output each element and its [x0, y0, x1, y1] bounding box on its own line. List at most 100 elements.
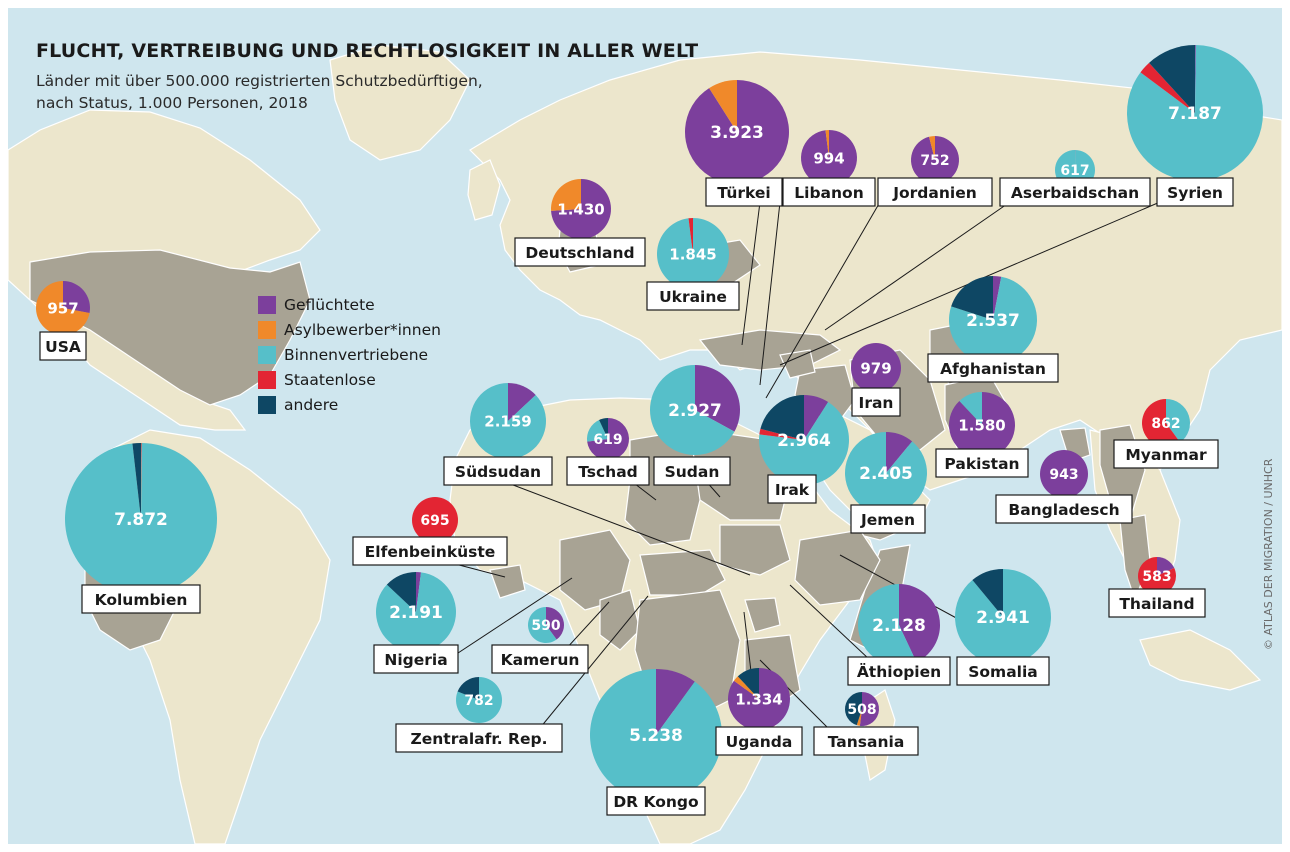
country-label-jordanien: Jordanien: [877, 177, 993, 207]
chart-title: FLUCHT, VERTREIBUNG UND RECHTLOSIGKEIT I…: [36, 40, 699, 62]
land-indonesia: [1139, 629, 1262, 691]
country-label-dr-kongo: DR Kongo: [606, 786, 706, 816]
country-name: Tschad: [578, 463, 638, 481]
legend-item-asylum: Asylbewerber*innen: [258, 317, 441, 342]
slice-refugees: [1157, 557, 1175, 576]
source-credit: © ATLAS DER MIGRATION / UNHCR: [1262, 458, 1275, 650]
pie-value-äthiopien: 2.128: [872, 616, 926, 636]
slice-other: [599, 418, 608, 439]
pie-äthiopien: 2.128: [858, 584, 940, 666]
pie-elfenbeinküste: 695: [412, 497, 458, 543]
slice-refugees: [801, 130, 858, 186]
label-box: [1156, 177, 1234, 207]
country-label-kamerun: Kamerun: [491, 644, 589, 674]
pie-value-jemen: 2.405: [859, 464, 913, 484]
label-box: [443, 456, 553, 486]
slice-other: [845, 692, 862, 726]
country-label-kolumbien: Kolumbien: [81, 584, 201, 614]
pie-value-südsudan: 2.159: [484, 412, 531, 430]
slice-refugees: [993, 276, 1002, 320]
slice-idp: [375, 572, 456, 653]
pie-value-bangladesch: 943: [1049, 467, 1078, 483]
pie-tschad: 619: [587, 418, 629, 460]
country-usa-shape: [29, 249, 311, 406]
slice-refugees: [551, 179, 611, 239]
country-name: Jemen: [860, 511, 915, 529]
country-name: Elfenbeinküste: [365, 543, 496, 561]
country-kamerun-shape: [599, 589, 641, 651]
slice-other: [737, 668, 759, 699]
label-box: [491, 644, 589, 674]
legend-item-idp: Binnenvertriebene: [258, 342, 441, 367]
slice-other: [386, 572, 416, 612]
slice-asylum: [825, 130, 829, 158]
country-name: Iran: [859, 394, 894, 412]
pie-value-zentralafr-rep-: 782: [464, 693, 493, 709]
pie-value-aserbaidschan: 617: [1060, 163, 1089, 179]
pie-value-pakistan: 1.580: [958, 416, 1005, 434]
slice-refugees: [1195, 45, 1196, 113]
pie-value-dr-kongo: 5.238: [629, 726, 683, 746]
country-name: Tansania: [828, 733, 905, 751]
label-box: [373, 644, 459, 674]
leader-line-nigeria: [454, 577, 573, 656]
slice-stateless: [759, 428, 804, 440]
pie-jemen: 2.405: [845, 431, 927, 514]
slice-idp: [590, 669, 723, 801]
country-label-syrien: Syrien: [1156, 177, 1234, 207]
country-name: Kolumbien: [95, 591, 188, 609]
country-label-libanon: Libanon: [782, 177, 876, 207]
label-box: [813, 726, 919, 756]
slice-other: [1149, 45, 1195, 113]
pie-türkei: 3.923: [685, 80, 790, 185]
slice-refugees: [587, 418, 629, 460]
pie-kolumbien: 7.872: [64, 443, 217, 596]
legend-item-stateless: Staatenlose: [258, 367, 441, 392]
country-name: Bangladesch: [1008, 501, 1119, 519]
slice-stateless: [688, 218, 693, 254]
country-label-zentralafr-rep-: Zentralafr. Rep.: [395, 723, 563, 753]
slice-refugees: [656, 669, 695, 735]
slice-other: [951, 276, 993, 320]
label-box: [715, 726, 803, 756]
slice-refugees: [685, 80, 790, 185]
country-label-elfenbeinküste: Elfenbeinküste: [352, 536, 508, 566]
slice-asylum: [35, 281, 90, 336]
pie-value-irak: 2.964: [777, 431, 831, 451]
country-label-iran: Iran: [851, 387, 901, 417]
slice-idp: [1126, 45, 1263, 181]
slice-refugees: [899, 584, 940, 663]
label-box: [1113, 439, 1219, 469]
slice-stateless: [1140, 62, 1195, 113]
leader-line-jordanien: [765, 201, 881, 399]
pie-kamerun: 590: [528, 607, 564, 644]
legend-swatch: [258, 345, 276, 364]
slice-refugees: [546, 607, 564, 640]
country-label-türkei: Türkei: [705, 177, 783, 207]
pie-pakistan: 1.580: [949, 392, 1016, 459]
country-syrien-shape: [779, 349, 816, 379]
country-name: Aserbaidschan: [1011, 184, 1139, 202]
pie-syrien: 7.187: [1126, 45, 1263, 181]
country-label-pakistan: Pakistan: [935, 448, 1029, 478]
slice-asylum: [856, 709, 862, 726]
slice-asylum: [733, 676, 759, 699]
legend-swatch: [258, 395, 276, 414]
pie-value-sudan: 2.927: [668, 401, 722, 421]
country-label-südsudan: Südsudan: [443, 456, 553, 486]
land-greenland: [329, 44, 471, 161]
label-box: [566, 456, 650, 486]
country-label-uganda: Uganda: [715, 726, 803, 756]
pie-value-türkei: 3.923: [710, 123, 764, 143]
label-box: [995, 494, 1133, 524]
slice-idp: [587, 419, 608, 442]
country-name: Ukraine: [659, 288, 727, 306]
pie-zentralafr-rep-: 782: [456, 677, 502, 723]
country-label-thailand: Thailand: [1108, 588, 1206, 618]
leader-line-äthiopien: [789, 584, 871, 661]
country-suedsudan-shape: [719, 524, 791, 576]
country-label-myanmar: Myanmar: [1113, 439, 1219, 469]
slice-asylum: [141, 443, 142, 519]
country-name: USA: [45, 338, 81, 356]
subtitle-line-2: nach Status, 1.000 Personen, 2018: [36, 94, 308, 112]
